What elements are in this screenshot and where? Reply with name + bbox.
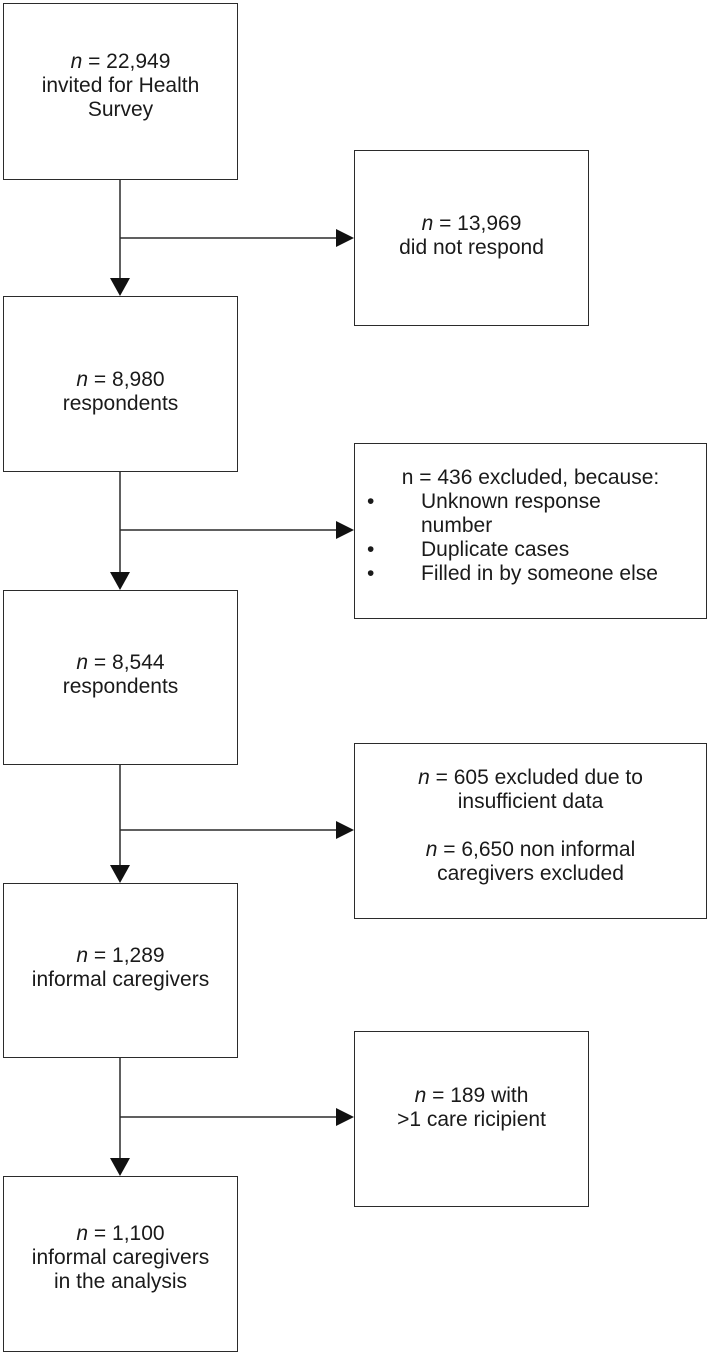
arrowhead-right-3 bbox=[336, 821, 354, 839]
no-response-label: did not respond bbox=[399, 236, 544, 259]
bullet-icon: • bbox=[367, 490, 375, 513]
analysis-box: n = 1,100 informal caregivers in the ana… bbox=[3, 1176, 238, 1352]
no-response-box: n = 13,969 did not respond bbox=[354, 150, 589, 326]
respondents-box-2: n = 8,544 respondents bbox=[3, 590, 238, 765]
respondents-1-label: respondents bbox=[62, 392, 179, 415]
multi-recipient-count: n = 189 with bbox=[414, 1084, 529, 1107]
arrowhead-down-2 bbox=[110, 572, 130, 590]
excluded-6650-count: n = 6,650 non informal bbox=[425, 838, 636, 861]
respondents-box-1: n = 8,980 respondents bbox=[3, 296, 238, 472]
exclusion-reason-item: •Duplicate cases bbox=[367, 538, 570, 561]
analysis-label-1: informal caregivers bbox=[31, 1246, 210, 1269]
excluded-6650-label: caregivers excluded bbox=[437, 862, 624, 885]
multi-recipient-label: >1 care ricipient bbox=[397, 1108, 546, 1131]
respondents-2-label: respondents bbox=[62, 675, 179, 698]
no-response-count: n = 13,969 bbox=[421, 212, 522, 235]
exclusion-reason-item: •Unknown response bbox=[367, 490, 601, 513]
respondents-1-count: n = 8,980 bbox=[76, 368, 165, 391]
multi-recipient-box: n = 189 with >1 care ricipient bbox=[354, 1031, 589, 1207]
excluded-605-count: n = 605 excluded due to bbox=[418, 766, 643, 789]
invited-label-1: invited for Health bbox=[41, 74, 200, 97]
invited-box: n = 22,949 invited for Health Survey bbox=[3, 3, 238, 180]
arrowhead-right-4 bbox=[336, 1108, 354, 1126]
arrowhead-right-1 bbox=[336, 229, 354, 247]
bullet-icon: • bbox=[367, 562, 375, 585]
exclusion-reasons-list: •Unknown response number •Duplicate case… bbox=[355, 490, 706, 586]
excluded-436-heading: n = 436 excluded, because: bbox=[401, 466, 660, 489]
exclusion-reason-item: •Filled in by someone else bbox=[367, 562, 658, 585]
bullet-icon: • bbox=[367, 538, 375, 561]
caregivers-box: n = 1,289 informal caregivers bbox=[3, 883, 238, 1058]
invited-label-2: Survey bbox=[87, 98, 154, 121]
arrowhead-right-2 bbox=[336, 521, 354, 539]
respondents-2-count: n = 8,544 bbox=[76, 651, 165, 674]
arrowhead-down-4 bbox=[110, 1158, 130, 1176]
excluded-436-box: n = 436 excluded, because: •Unknown resp… bbox=[354, 443, 707, 619]
invited-count: n = 22,949 bbox=[70, 50, 171, 73]
arrowhead-down-1 bbox=[110, 278, 130, 296]
caregivers-label: informal caregivers bbox=[31, 968, 210, 991]
analysis-count: n = 1,100 bbox=[76, 1222, 165, 1245]
analysis-label-2: in the analysis bbox=[53, 1270, 188, 1293]
exclusion-reason-item-continued: number bbox=[421, 514, 493, 537]
excluded-605-box: n = 605 excluded due to insufficient dat… bbox=[354, 743, 707, 919]
caregivers-count: n = 1,289 bbox=[76, 944, 165, 967]
excluded-605-label: insufficient data bbox=[457, 790, 604, 813]
arrowhead-down-3 bbox=[110, 865, 130, 883]
